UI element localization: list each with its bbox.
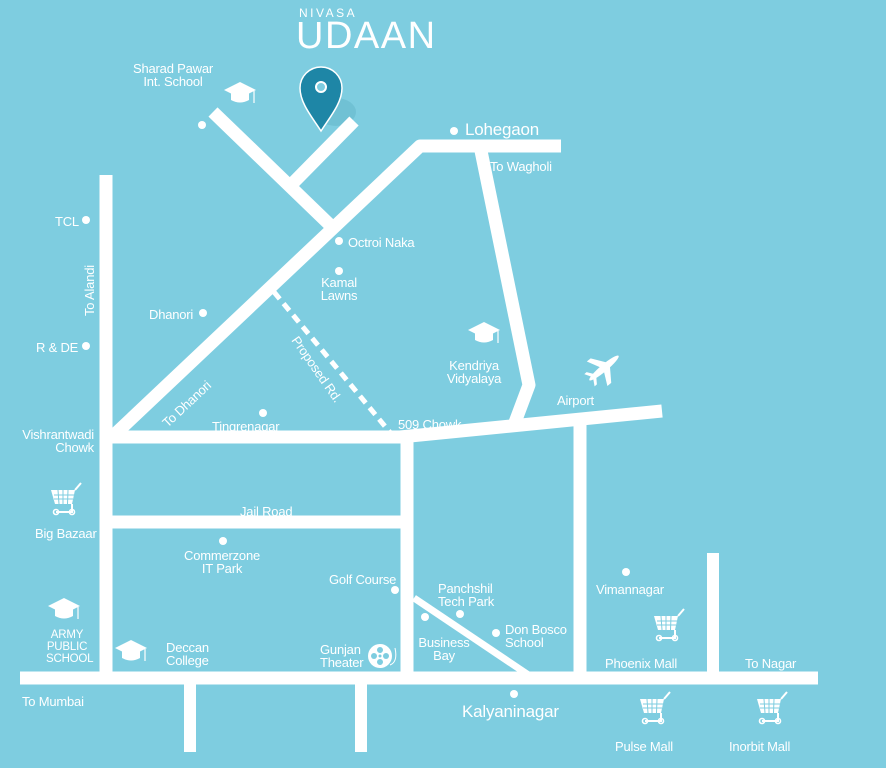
place-dot	[82, 342, 90, 350]
label-kalyaninagar: Kalyaninagar	[462, 702, 559, 721]
shopping-cart-icon	[756, 691, 788, 725]
label-line: School	[505, 635, 544, 650]
road-sharad-pawar	[208, 107, 335, 230]
label-octroi-naka: Octroi Naka	[348, 235, 415, 250]
label-kendriya-vidyalaya: Kendriya Vidyalaya	[444, 359, 504, 385]
graduation-cap-icon	[47, 597, 81, 620]
label-line: Don Bosco	[505, 622, 567, 637]
place-dot	[199, 309, 207, 317]
road-business-bay	[412, 595, 535, 681]
label-line: Kamal	[321, 275, 357, 290]
label-line: SCHOOL	[46, 653, 94, 665]
label-army-public-school: ARMY PUBLIC SCHOOL	[46, 629, 94, 665]
road-wagholi	[473, 144, 536, 428]
label-line: Chowk	[55, 440, 94, 455]
label-panchshil: Panchshil Tech Park	[438, 582, 494, 608]
label-line: ARMY	[50, 629, 84, 641]
label-kamal-lawns: Kamal Lawns	[314, 276, 364, 302]
label-line: Lawns	[320, 288, 358, 303]
label-to-mumbai: To Mumbai	[22, 694, 84, 709]
place-dot	[219, 537, 227, 545]
label-line: College	[166, 653, 209, 668]
label-to-wagholi: To Wagholi	[490, 159, 552, 174]
graduation-cap-icon	[223, 81, 257, 104]
label-big-bazaar: Big Bazaar	[35, 526, 97, 541]
road-project-spur	[287, 116, 359, 189]
brand-subtitle: NIVASA	[299, 6, 358, 20]
label-inorbit-mall: Inorbit Mall	[729, 739, 791, 754]
label-line: Vidyalaya	[446, 371, 502, 386]
place-dot	[198, 121, 206, 129]
label-line: Deccan	[166, 640, 209, 655]
label-line: Vishrantwadi	[22, 427, 94, 442]
roads	[20, 107, 818, 752]
label-phoenix-mall: Phoenix Mall	[605, 656, 678, 671]
label-line: Commerzone	[184, 548, 261, 563]
shopping-cart-icon	[50, 482, 82, 516]
label-business-bay: Business Bay	[416, 636, 472, 662]
place-dot	[259, 409, 267, 417]
place-dot	[335, 267, 343, 275]
label-line: Sharad Pawar	[133, 61, 213, 76]
road-lohegaon-dhanori	[107, 139, 561, 442]
label-line: Bay	[433, 648, 455, 663]
place-dot	[421, 613, 429, 621]
label-line: Gunjan	[320, 642, 361, 657]
label-deccan-college: Deccan College	[166, 641, 209, 667]
film-reel-icon	[368, 644, 397, 668]
map-pin-icon[interactable]	[299, 66, 343, 133]
label-line: Kendriya	[449, 358, 499, 373]
label-line: Theater	[320, 655, 364, 670]
label-gunjan-theater: Gunjan Theater	[320, 642, 364, 670]
label-line: Panchshil	[438, 581, 493, 596]
label-tcl: TCL	[55, 214, 79, 229]
label-golf-course: Golf Course	[329, 572, 397, 587]
label-r-and-de: R & DE	[36, 340, 79, 355]
label-sharad-pawar: Sharad Pawar Int. School	[130, 62, 216, 88]
label-pulse-mall: Pulse Mall	[615, 739, 673, 754]
label-lohegaon: Lohegaon	[465, 120, 540, 139]
brand-title: UDAAN	[296, 15, 437, 57]
label-to-nagar: To Nagar	[745, 656, 797, 671]
label-vishrantwadi-chowk: Vishrantwadi Chowk	[14, 428, 94, 454]
shopping-cart-icon	[639, 691, 671, 725]
shopping-cart-icon	[653, 608, 685, 642]
place-dot	[456, 610, 464, 618]
place-dot	[450, 127, 458, 135]
place-dot	[622, 568, 630, 576]
graduation-cap-icon	[467, 321, 501, 344]
place-dot	[391, 586, 399, 594]
label-to-alandi: To Alandi	[82, 265, 97, 316]
label-line: IT Park	[201, 561, 243, 576]
place-dot	[82, 216, 90, 224]
label-jail-road: Jail Road	[240, 504, 293, 519]
label-vimannagar: Vimannagar	[596, 582, 664, 597]
airplane-icon	[584, 355, 619, 387]
label-don-bosco: Don Bosco School	[505, 623, 567, 649]
label-tingrenagar: Tingrenagar	[212, 419, 280, 434]
label-airport: Airport	[557, 393, 594, 408]
place-dot	[335, 237, 343, 245]
label-line: Business	[418, 635, 470, 650]
label-dhanori: Dhanori	[149, 307, 194, 322]
graduation-cap-icon	[114, 639, 148, 662]
place-dot	[510, 690, 518, 698]
label-line: PUBLIC	[46, 641, 88, 653]
label-509-chowk: 509 Chowk	[398, 417, 462, 432]
label-line: Tech Park	[438, 594, 495, 609]
place-dot	[492, 629, 500, 637]
label-line: Int. School	[143, 74, 203, 89]
label-commerzone: Commerzone IT Park	[184, 549, 260, 575]
road-proposed	[272, 290, 395, 438]
